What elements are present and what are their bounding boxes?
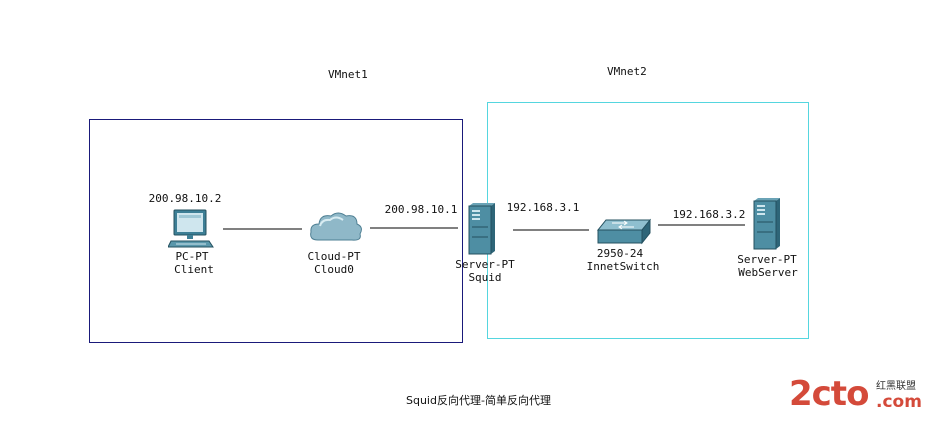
switch-name-label: InnetSwitch [586,260,660,273]
switch-type-label: 2950-24 [596,247,644,260]
cloud-name-label: Cloud0 [314,263,354,276]
webserver-name-label: WebServer [738,266,798,279]
switch-ip-label: 192.168.3.1 [506,201,580,214]
webserver-type-label: Server-PT [737,253,797,266]
vmnet2-label: VMnet2 [607,65,647,78]
watermark-cn-text: 红黑联盟 [876,381,916,392]
squid-type-label: Server-PT [455,258,515,271]
watermark-brand: 2cto [789,374,869,414]
squid-name-label: Squid [468,271,502,284]
cloud-type-label: Cloud-PT [307,250,361,263]
diagram-caption: Squid反向代理-简单反向代理 [406,394,551,407]
switch-icon[interactable] [596,218,652,246]
client-type-label: PC-PT [175,250,209,263]
webserver-ip-label: 192.168.3.2 [672,208,746,221]
watermark-domain: .com [876,392,922,412]
pc-icon[interactable] [168,208,214,248]
vmnet1-boundary [89,119,463,343]
squid-ip-label: 200.98.10.1 [384,203,458,216]
cloud-icon[interactable] [308,210,364,244]
server-icon[interactable] [465,203,497,255]
server-icon[interactable] [750,198,782,250]
vmnet1-label: VMnet1 [328,68,368,81]
client-name-label: Client [174,263,214,276]
client-ip-label: 200.98.10.2 [148,192,222,205]
